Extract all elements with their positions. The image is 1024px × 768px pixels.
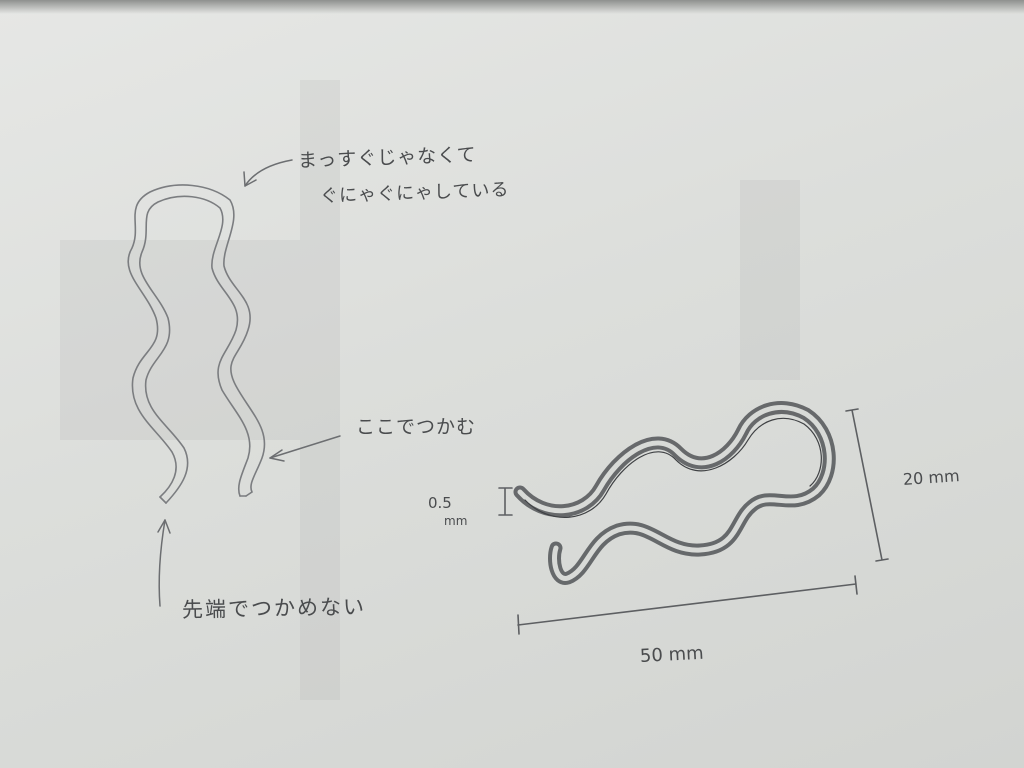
hairpin-tip-left — [159, 496, 167, 504]
bleed-through-mark — [740, 180, 800, 380]
hairpin-3d-shade — [524, 417, 822, 519]
thickness-dimension — [498, 487, 513, 516]
thickness-value-label: 0.5 — [428, 494, 452, 512]
note-tip-cannot-grab: 先端でつかめない — [181, 594, 367, 622]
hairpin-outline-outer — [127, 184, 266, 498]
paper-top-shadow — [0, 0, 1024, 14]
width-label: 50 mm — [639, 642, 705, 667]
thickness-unit-label: mm — [444, 514, 468, 528]
width-dimension — [517, 575, 858, 635]
arrow-to-curve — [243, 159, 293, 187]
arrow-to-grab-point — [269, 435, 341, 462]
bleed-through-mark — [60, 240, 300, 440]
height-dimension — [845, 408, 889, 562]
height-label: 20 mm — [902, 466, 961, 489]
hairpin-3d-highlight — [517, 405, 832, 581]
hairpin-outline-inner — [139, 195, 251, 504]
note-grab-here: ここでつかむ — [356, 416, 477, 438]
hairpin-3d-body — [513, 401, 836, 585]
hairpin-sketch-left — [127, 184, 266, 504]
arrow-to-tip — [157, 519, 171, 607]
bleed-through-mark — [300, 80, 340, 700]
hairpin-sketch-3d — [513, 401, 836, 585]
